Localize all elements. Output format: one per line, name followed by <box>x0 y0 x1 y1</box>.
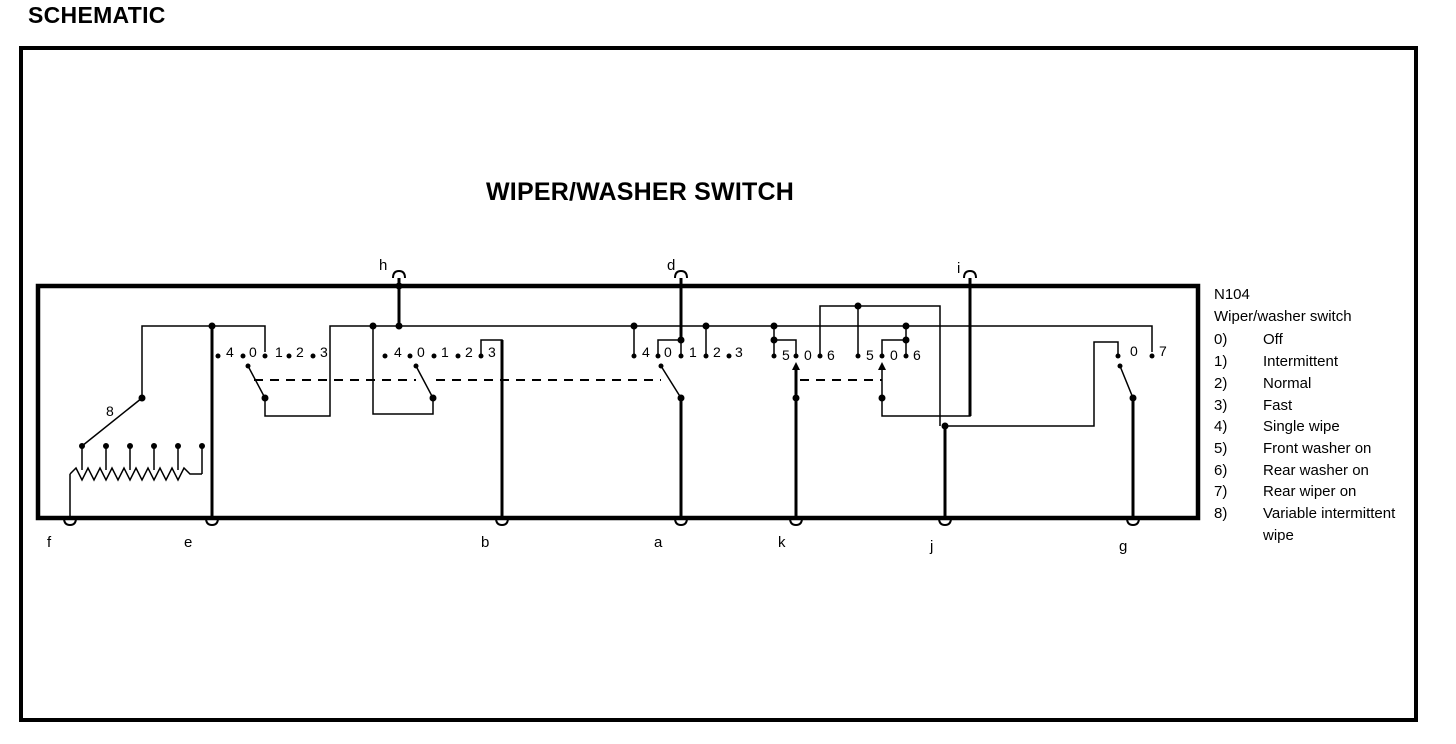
contact-label: 5 <box>866 347 874 363</box>
contact-label: 1 <box>275 344 283 360</box>
term-e-label: e <box>184 534 192 551</box>
contact-label: 2 <box>465 344 473 360</box>
legend-num: 6) <box>1214 461 1228 479</box>
legend-num: 2) <box>1214 374 1228 392</box>
legend-item: 3) Fast <box>1214 395 1403 417</box>
contact-label: 6 <box>827 347 835 363</box>
contact-label: 4 <box>642 344 650 360</box>
contact-label: 0 <box>417 344 425 360</box>
legend-item: 5) Front washer on <box>1214 438 1403 460</box>
legend-text: Intermittent <box>1263 353 1339 371</box>
legend-item: 6) Rear washer on <box>1214 460 1403 482</box>
contact-label: 0 <box>249 344 257 360</box>
contact-label: 0 <box>804 347 812 363</box>
legend-item: 4) Single wipe <box>1214 416 1403 438</box>
term-h-label: h <box>379 257 387 274</box>
wiring <box>69 278 1153 518</box>
legend-num: 0) <box>1214 331 1228 349</box>
legend-num: 5) <box>1214 439 1228 457</box>
contact-label: 8 <box>106 403 114 419</box>
legend-ref: N104 <box>1214 286 1250 303</box>
contact-label: 2 <box>296 344 304 360</box>
legend-num: 3) <box>1214 396 1228 414</box>
legend-item: 8) Variable intermittent wipe <box>1214 503 1403 546</box>
contact-dots <box>79 282 1155 449</box>
contact-label: 3 <box>488 344 496 360</box>
legend-text: Normal <box>1263 374 1312 392</box>
contact-label: 2 <box>713 344 721 360</box>
legend-text: Rear washer on <box>1263 461 1369 479</box>
diagram-title: WIPER/WASHER SWITCH <box>486 178 794 206</box>
contact-label: 0 <box>1130 343 1138 359</box>
legend-text: Single wipe <box>1263 418 1340 436</box>
term-i-label: i <box>957 260 960 277</box>
contact-label: 1 <box>441 344 449 360</box>
wiper-arrows <box>792 362 886 370</box>
term-d-label: d <box>667 257 675 274</box>
legend-text: Off <box>1263 331 1283 349</box>
legend-num: 1) <box>1214 353 1228 371</box>
legend-item: 1) Intermittent <box>1214 351 1403 373</box>
contact-label: 4 <box>394 344 402 360</box>
outer-frame <box>19 46 1418 722</box>
legend-text: Fast <box>1263 396 1293 414</box>
contact-label: 1 <box>689 344 697 360</box>
legend-text: Variable intermittent wipe <box>1263 505 1396 544</box>
legend-item: 0) Off <box>1214 329 1403 351</box>
contact-label: 3 <box>320 344 328 360</box>
legend-num: 7) <box>1214 483 1228 501</box>
page-heading: SCHEMATIC <box>28 2 166 28</box>
contact-label: 6 <box>913 347 921 363</box>
legend: N104 Wiper/washer switch 0) Off 1) Intermi… <box>1214 284 1403 546</box>
term-j-label: j <box>929 538 933 555</box>
switch-body-frame <box>35 283 1201 521</box>
contact-label: 7 <box>1159 343 1167 359</box>
legend-name: Wiper/washer switch <box>1214 307 1352 325</box>
contact-label: 5 <box>782 347 790 363</box>
legend-num: 8) <box>1214 505 1228 523</box>
legend-item: 2) Normal <box>1214 373 1403 395</box>
connector-symbols <box>63 269 1140 527</box>
legend-item: 7) Rear wiper on <box>1214 481 1403 503</box>
term-b-label: b <box>481 534 489 551</box>
term-a-label: a <box>654 534 663 551</box>
contact-label: 4 <box>226 344 234 360</box>
contact-label: 0 <box>664 344 672 360</box>
term-g-label: g <box>1119 538 1127 555</box>
legend-text: Front washer on <box>1263 439 1372 457</box>
contact-label: 0 <box>890 347 898 363</box>
contact-label: 3 <box>735 344 743 360</box>
legend-text: Rear wiper on <box>1263 483 1357 501</box>
term-k-label: k <box>778 534 786 551</box>
legend-num: 4) <box>1214 418 1228 436</box>
term-f-label: f <box>47 534 52 551</box>
